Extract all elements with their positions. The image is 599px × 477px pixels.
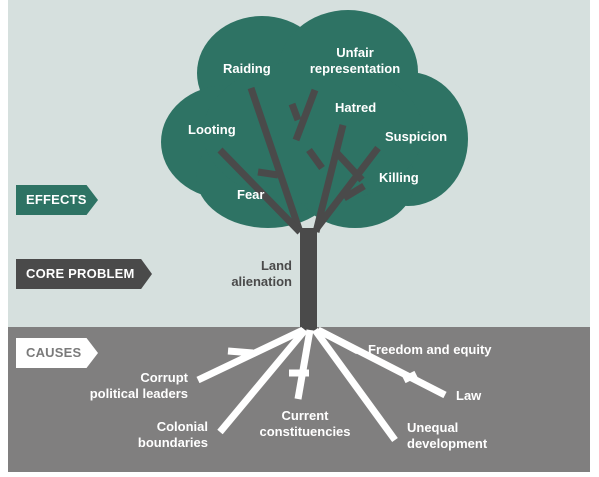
effect-suspicion: Suspicion bbox=[385, 129, 448, 144]
effect-unfair-line1: Unfair bbox=[336, 45, 374, 60]
effects-tag: EFFECTS bbox=[16, 185, 98, 215]
effect-unfair-line2: representation bbox=[309, 61, 401, 76]
tree-trunk bbox=[300, 228, 317, 330]
cause-current-line1: Current bbox=[281, 408, 329, 423]
cause-unequal-line1: Unequal bbox=[407, 420, 459, 435]
cause-unequal-line2: development bbox=[407, 436, 488, 451]
core-problem-line2: alienation bbox=[231, 274, 292, 289]
cause-corrupt-line2: political leaders bbox=[89, 386, 188, 401]
core-problem-line1: Land bbox=[260, 258, 292, 273]
effect-raiding: Raiding bbox=[223, 61, 271, 76]
cause-corrupt-political-leaders: Corrupt political leaders bbox=[70, 370, 188, 402]
cause-current-constituencies: Current constituencies bbox=[250, 408, 360, 440]
tree-roots bbox=[196, 326, 447, 443]
cause-law: Law bbox=[456, 388, 482, 403]
cause-colonial-line1: Colonial bbox=[156, 419, 208, 434]
cause-corrupt-line1: Corrupt bbox=[140, 370, 188, 385]
effect-hatred: Hatred bbox=[335, 100, 377, 115]
effect-killing: Killing bbox=[379, 170, 419, 185]
ground-background bbox=[8, 327, 590, 472]
causes-tag: CAUSES bbox=[16, 338, 98, 368]
core-problem-land-alienation: Land alienation bbox=[210, 258, 292, 290]
effect-unfair-representation: Unfair representation bbox=[300, 45, 410, 77]
cause-colonial-line2: boundaries bbox=[137, 435, 208, 450]
core-problem-tag: CORE PROBLEM bbox=[16, 259, 152, 289]
tree-branches bbox=[217, 86, 381, 235]
cause-colonial-boundaries: Colonial boundaries bbox=[110, 419, 208, 451]
cause-freedom-and-equity: Freedom and equity bbox=[368, 342, 492, 357]
effect-looting: Looting bbox=[188, 122, 236, 137]
cause-unequal-development: Unequal development bbox=[407, 420, 487, 452]
cause-current-line2: constituencies bbox=[259, 424, 351, 439]
effect-fear: Fear bbox=[237, 187, 265, 202]
